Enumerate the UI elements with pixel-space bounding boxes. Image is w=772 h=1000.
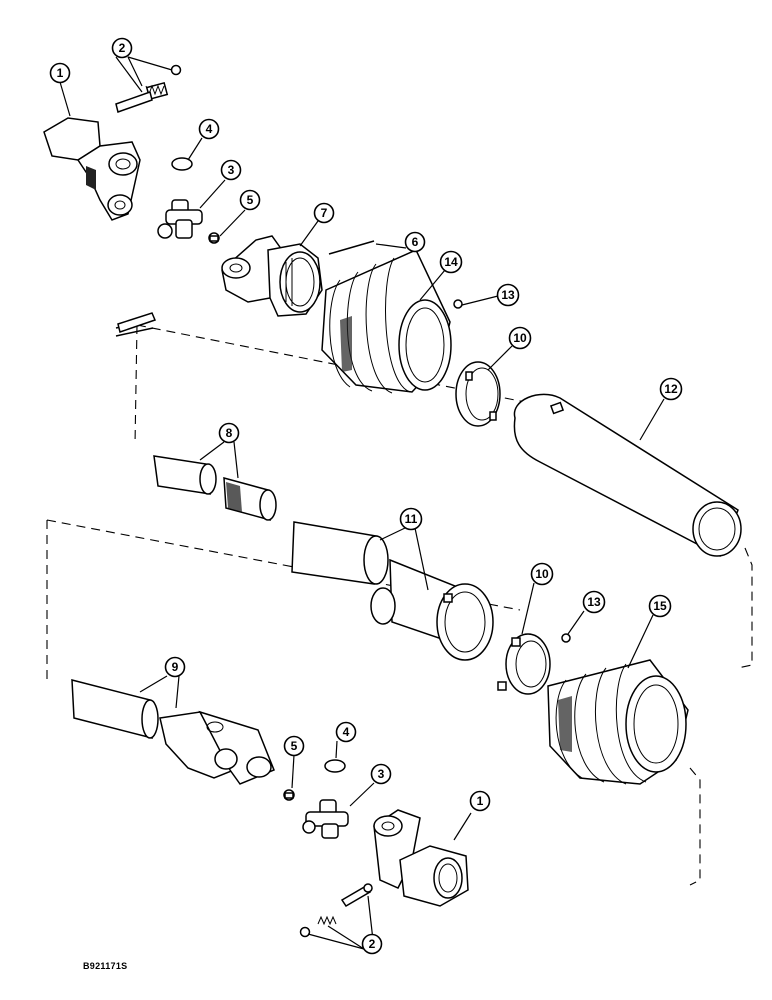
callout-label: 14: [444, 255, 458, 269]
callout-label: 10: [535, 567, 549, 581]
callout-label: 3: [228, 163, 235, 177]
callout-7: 7: [313, 202, 335, 224]
callout-label: 13: [501, 288, 515, 302]
callout-label: 9: [172, 660, 179, 674]
callout-4-top: 4: [198, 118, 220, 140]
callout-2-bottom: 2: [361, 933, 383, 955]
callout-label: 10: [513, 331, 527, 345]
callout-10-lower: 10: [530, 562, 554, 586]
bearing-ring-lower-part: [497, 633, 551, 695]
cross-journal-top-part: [157, 199, 203, 239]
callout-13-lower: 13: [582, 590, 606, 614]
callout-4-lower: 4: [335, 721, 357, 743]
leader-lines: [59, 56, 665, 950]
callout-label: 5: [247, 193, 254, 207]
drawing-number: B921171S: [83, 961, 128, 971]
upper-group-outline: [134, 324, 753, 669]
bolt-spring-nut-bottom-part: [299, 883, 373, 938]
bearing-ring-upper-part: [455, 361, 501, 427]
snap-ring-lower-part: [324, 759, 346, 773]
callout-label: 3: [378, 767, 385, 781]
callout-9: 9: [164, 656, 186, 678]
inner-tubes-part: [153, 455, 277, 522]
callout-8: 8: [218, 422, 240, 444]
callout-2-top: 2: [111, 37, 133, 59]
lower-group-outline: [46, 519, 701, 886]
outer-guard-tube-part: [513, 393, 742, 558]
bellows-shield-upper-part: [321, 249, 452, 394]
callout-label: 2: [369, 937, 376, 951]
callout-label: 5: [291, 739, 298, 753]
callout-label: 15: [653, 599, 667, 613]
callout-label: 13: [587, 595, 601, 609]
screw-upper-part: [453, 299, 463, 309]
callout-5-lower: 5: [283, 735, 305, 757]
callout-11: 11: [399, 507, 423, 531]
bellows-shield-lower-part: [547, 659, 689, 785]
callout-1-top: 1: [49, 62, 71, 84]
yoke-top-part: [43, 117, 141, 221]
callout-1-bottom: 1: [469, 790, 491, 812]
callout-label: 11: [405, 512, 418, 526]
grease-fitting-top-part: [208, 232, 220, 244]
callout-label: 1: [57, 66, 64, 80]
callout-5-top: 5: [239, 189, 261, 211]
callout-14: 14: [439, 250, 463, 274]
callout-label: 4: [343, 725, 350, 739]
callout-label: 7: [321, 206, 328, 220]
callout-15: 15: [648, 594, 672, 618]
inner-yoke-part: [221, 235, 323, 317]
pin-part: [328, 240, 375, 255]
bolt-spring-nut-top-part: [115, 64, 182, 337]
snap-ring-top-part: [171, 157, 193, 171]
callout-label: 8: [226, 426, 233, 440]
callout-label: 12: [664, 382, 678, 396]
callout-3-top: 3: [220, 159, 242, 181]
callout-13-upper: 13: [496, 283, 520, 307]
callout-label: 2: [119, 41, 126, 55]
callout-10-upper: 10: [508, 326, 532, 350]
tube-with-yoke-part: [71, 679, 275, 785]
outer-tubes-part: [291, 521, 494, 661]
callout-3-lower: 3: [370, 763, 392, 785]
callout-label: 4: [206, 122, 213, 136]
yoke-bottom-part: [373, 809, 469, 907]
callout-label: 1: [477, 794, 484, 808]
screw-lower-part: [561, 633, 571, 643]
cross-journal-lower-part: [302, 799, 349, 839]
grease-fitting-lower-part: [283, 789, 295, 801]
callout-label: 6: [412, 235, 419, 249]
callout-6: 6: [404, 231, 426, 253]
callout-12: 12: [659, 377, 683, 401]
